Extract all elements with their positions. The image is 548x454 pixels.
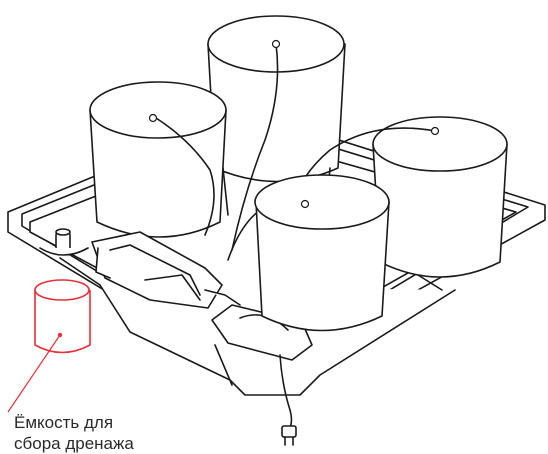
callout-line-2: сбора дренажа	[14, 434, 134, 453]
callout-leader-line	[7, 334, 61, 413]
pot-left	[89, 81, 227, 238]
drainage-container-label: Ёмкость для сбора дренажа	[14, 412, 134, 454]
power-cord	[279, 354, 293, 429]
drainage-container	[34, 279, 91, 354]
pump-unit	[91, 231, 241, 309]
callout-line-1: Ёмкость для	[14, 413, 114, 432]
pot-front	[254, 174, 390, 332]
plug-icon	[281, 425, 297, 446]
drain-fitting	[39, 228, 89, 256]
pot-right	[372, 116, 508, 278]
drip-emitters	[148, 39, 440, 209]
